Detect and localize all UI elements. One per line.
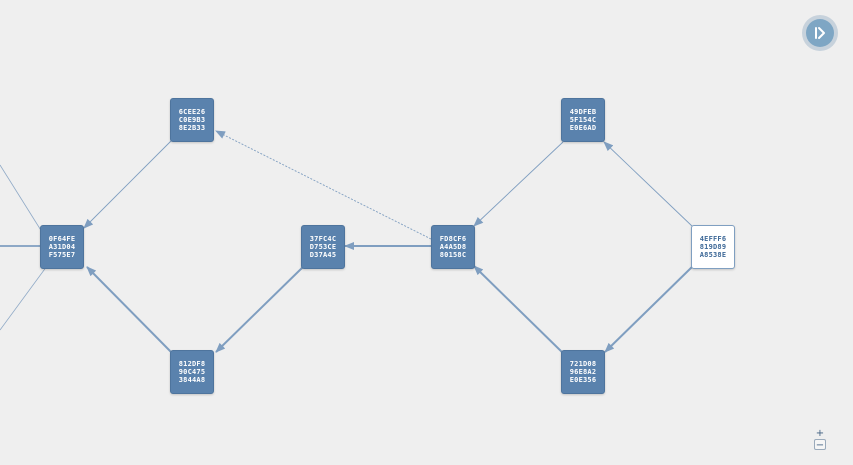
node-label-line: D753CE [309, 243, 337, 251]
edge-n7-to-n5[interactable] [473, 265, 566, 356]
node-0F64FE[interactable]: 0F64FE A31D04 F575E7 [40, 225, 84, 269]
node-label-line: FD8CF6 [439, 235, 467, 243]
edge-n4-to-n3[interactable] [215, 265, 305, 353]
node-label-line: 721D08 [569, 360, 597, 368]
node-4EFFF6-selected[interactable]: 4EFFF6 819D89 A8538E [691, 225, 735, 269]
node-label-line: A31D04 [48, 243, 76, 251]
collapse-panel-button[interactable] [802, 15, 838, 51]
node-label-line: 49DFEB [569, 108, 597, 116]
node-label-line: 90C475 [178, 368, 206, 376]
node-label-line: C0E9B3 [178, 116, 206, 124]
node-label-line: 8E2B33 [178, 124, 206, 132]
edge-n3-to-n1[interactable] [86, 266, 175, 356]
node-label-line: A8538E [699, 251, 727, 259]
edge-n5-to-n2[interactable] [215, 130, 432, 240]
edge-n8-to-n7[interactable] [604, 265, 694, 353]
edge-n2-to-n1[interactable] [83, 139, 173, 229]
node-label-line: 0F64FE [48, 235, 76, 243]
node-label-line: D37A45 [309, 251, 337, 259]
edge-offscreen-b [0, 265, 48, 331]
node-label-line: 5F154C [569, 116, 597, 124]
node-label-line: 3844A8 [178, 376, 206, 384]
node-6CEE26[interactable]: 6CEE26 C0E9B3 8E2B33 [170, 98, 214, 142]
node-721D08[interactable]: 721D08 96E8A2 E0E356 [561, 350, 605, 394]
node-812DF8[interactable]: 812DF8 90C475 3844A8 [170, 350, 214, 394]
node-label-line: E0E356 [569, 376, 597, 384]
zoom-out-button[interactable]: − [814, 439, 826, 451]
collapse-panel-icon [806, 19, 834, 47]
node-label-line: F575E7 [48, 251, 76, 259]
zoom-in-button[interactable]: + [815, 428, 825, 439]
node-label-line: 4EFFF6 [699, 235, 727, 243]
node-label-line: E0E6AD [569, 124, 597, 132]
node-label-line: 37FC4C [309, 235, 337, 243]
node-label-line: 80158C [439, 251, 467, 259]
node-49DFEB[interactable]: 49DFEB 5F154C E0E6AD [561, 98, 605, 142]
node-label-line: 6CEE26 [178, 108, 206, 116]
node-37FC4C[interactable]: 37FC4C D753CE D37A45 [301, 225, 345, 269]
edge-offscreen-a [0, 164, 43, 233]
node-FD8CF6[interactable]: FD8CF6 A4A5D8 80158C [431, 225, 475, 269]
edge-n6-to-n5[interactable] [473, 141, 564, 227]
node-label-line: 812DF8 [178, 360, 206, 368]
zoom-controls: + − [814, 428, 826, 451]
node-label-line: 96E8A2 [569, 368, 597, 376]
node-label-line: 819D89 [699, 243, 727, 251]
node-label-line: A4A5D8 [439, 243, 467, 251]
edge-n8-to-n6[interactable] [603, 141, 694, 228]
